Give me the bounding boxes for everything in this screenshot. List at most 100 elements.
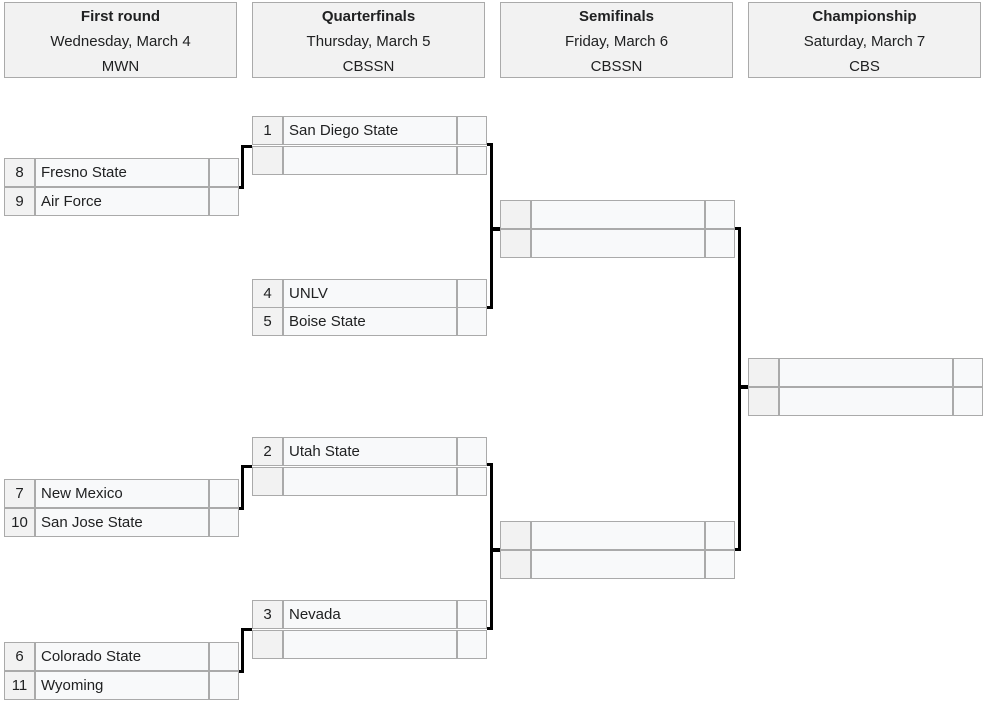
bracket-slot-qf2-bottom [252, 467, 487, 496]
round-network: MWN [101, 58, 140, 75]
team-cell [779, 387, 953, 416]
team-cell: Utah State [283, 437, 457, 466]
round-network: CBSSN [342, 58, 395, 75]
round-date: Thursday, March 5 [306, 33, 431, 50]
seed-cell [500, 521, 531, 550]
score-cell [209, 508, 239, 537]
bracket-slot-final-bottom [748, 387, 983, 416]
team-cell: Air Force [35, 187, 209, 216]
round-name: First round [80, 8, 161, 25]
score-cell [209, 479, 239, 508]
team-cell: Nevada [283, 600, 457, 629]
score-cell [457, 437, 487, 466]
connector-line [241, 465, 244, 510]
bracket-slot-fr1-top: 7 New Mexico [4, 479, 239, 508]
round-name: Quarterfinals [321, 8, 416, 25]
connector-line [490, 143, 493, 309]
team-cell: Colorado State [35, 642, 209, 671]
connector-line [490, 227, 500, 231]
round-header-quarterfinals: Quarterfinals Thursday, March 5 CBSSN [252, 2, 485, 78]
score-cell [209, 187, 239, 216]
team-cell [531, 229, 705, 258]
seed-cell: 2 [252, 437, 283, 466]
team-cell [531, 550, 705, 579]
score-cell [705, 550, 735, 579]
bracket-slot-sf1-bottom [500, 550, 735, 579]
bracket-slot-qf3-top: 3 Nevada [252, 600, 487, 629]
team-cell [779, 358, 953, 387]
round-date: Wednesday, March 4 [50, 33, 191, 50]
bracket-slot-qf0-top: 1 San Diego State [252, 116, 487, 145]
bracket-slot-qf1-bottom: 5 Boise State [252, 307, 487, 336]
bracket-slot-fr1-bottom: 10 San Jose State [4, 508, 239, 537]
round-name: Championship [812, 8, 917, 25]
seed-cell: 11 [4, 671, 35, 700]
score-cell [209, 671, 239, 700]
seed-cell: 1 [252, 116, 283, 145]
seed-cell: 6 [4, 642, 35, 671]
round-header-championship: Championship Saturday, March 7 CBS [748, 2, 981, 78]
score-cell [457, 116, 487, 145]
seed-cell [500, 200, 531, 229]
team-cell [531, 521, 705, 550]
team-cell [283, 146, 457, 175]
seed-cell: 10 [4, 508, 35, 537]
bracket-slot-fr2-bottom: 11 Wyoming [4, 671, 239, 700]
team-cell [283, 630, 457, 659]
team-cell [283, 467, 457, 496]
seed-cell: 3 [252, 600, 283, 629]
round-name: Semifinals [578, 8, 655, 25]
team-cell: San Jose State [35, 508, 209, 537]
score-cell [457, 467, 487, 496]
team-cell: New Mexico [35, 479, 209, 508]
score-cell [457, 146, 487, 175]
connector-line [738, 227, 741, 551]
connector-line [490, 548, 500, 552]
connector-line [738, 385, 748, 389]
team-cell: Boise State [283, 307, 457, 336]
seed-cell: 8 [4, 158, 35, 187]
score-cell [457, 279, 487, 308]
bracket-slot-fr2-top: 6 Colorado State [4, 642, 239, 671]
score-cell [209, 642, 239, 671]
bracket-slot-qf1-top: 4 UNLV [252, 279, 487, 308]
bracket-slot-fr0-top: 8 Fresno State [4, 158, 239, 187]
seed-cell [748, 358, 779, 387]
connector-line [241, 465, 252, 468]
score-cell [705, 229, 735, 258]
team-cell: Wyoming [35, 671, 209, 700]
team-cell [531, 200, 705, 229]
seed-cell [252, 630, 283, 659]
round-header-semifinals: Semifinals Friday, March 6 CBSSN [500, 2, 733, 78]
bracket-slot-qf2-top: 2 Utah State [252, 437, 487, 466]
round-date: Saturday, March 7 [803, 33, 926, 50]
bracket-slot-fr0-bottom: 9 Air Force [4, 187, 239, 216]
bracket-slot-final-top [748, 358, 983, 387]
seed-cell: 7 [4, 479, 35, 508]
team-cell: San Diego State [283, 116, 457, 145]
round-header-first-round: First round Wednesday, March 4 MWN [4, 2, 237, 78]
team-cell: UNLV [283, 279, 457, 308]
score-cell [457, 630, 487, 659]
bracket-slot-sf1-top [500, 521, 735, 550]
round-date: Friday, March 6 [564, 33, 669, 50]
team-cell: Fresno State [35, 158, 209, 187]
bracket-slot-qf3-bottom [252, 630, 487, 659]
seed-cell: 5 [252, 307, 283, 336]
score-cell [705, 521, 735, 550]
score-cell [953, 358, 983, 387]
seed-cell [748, 387, 779, 416]
score-cell [457, 307, 487, 336]
connector-line [241, 145, 244, 189]
score-cell [953, 387, 983, 416]
seed-cell [252, 146, 283, 175]
connector-line [241, 628, 252, 631]
connector-line [241, 145, 252, 148]
bracket-slot-sf0-top [500, 200, 735, 229]
bracket-slot-sf0-bottom [500, 229, 735, 258]
score-cell [457, 600, 487, 629]
seed-cell [500, 550, 531, 579]
seed-cell: 4 [252, 279, 283, 308]
connector-line [241, 628, 244, 673]
round-network: CBS [849, 58, 880, 75]
